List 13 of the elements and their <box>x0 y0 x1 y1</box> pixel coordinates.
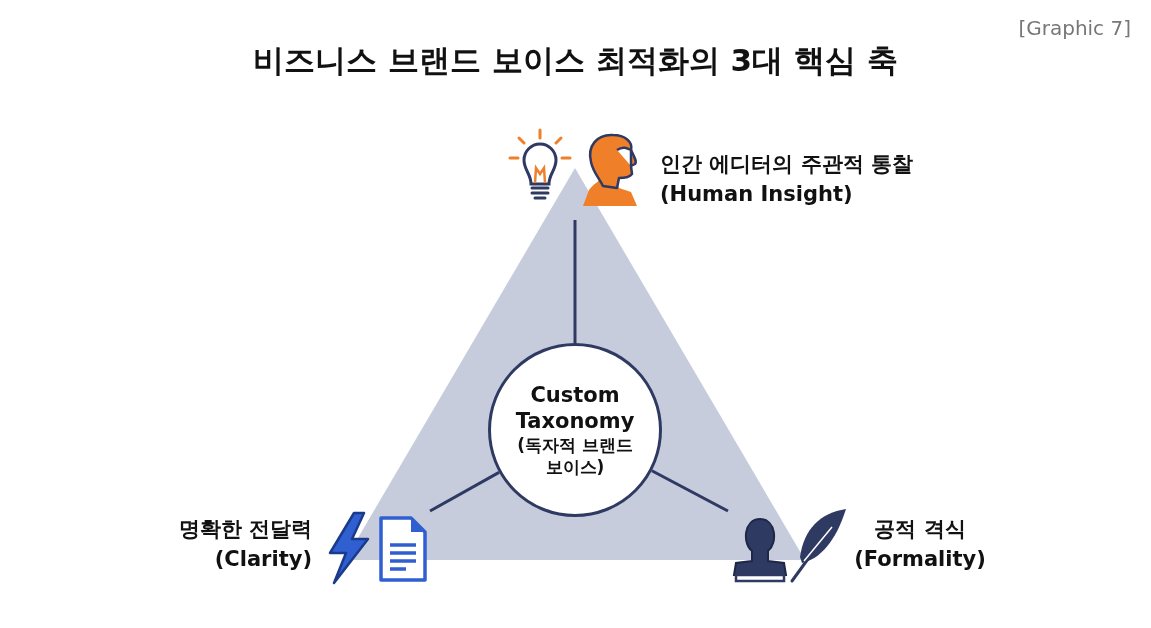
axis-title: 명확한 전달력 <box>177 516 312 543</box>
node-subtext: (독자적 브랜드 보이스) <box>516 434 634 479</box>
axis-subtitle: (Human Insight) <box>660 181 854 209</box>
connector-line <box>651 469 729 513</box>
axis-subtitle: (Formality) <box>853 546 987 574</box>
axis-title: 인간 에디터의 주관적 통찰 <box>660 151 913 178</box>
axis-title: 공적 격식 <box>873 516 967 543</box>
connector-line <box>573 220 577 343</box>
diagram-title: 비즈니스 브랜드 보이스 최적화의 3대 핵심 축 <box>252 41 899 80</box>
figure-label: [Graphic 7] <box>1018 16 1131 40</box>
connector-line <box>429 471 500 513</box>
axis-subtitle: (Clarity) <box>213 546 312 574</box>
node-heading: Custom Taxonomy <box>514 381 636 435</box>
